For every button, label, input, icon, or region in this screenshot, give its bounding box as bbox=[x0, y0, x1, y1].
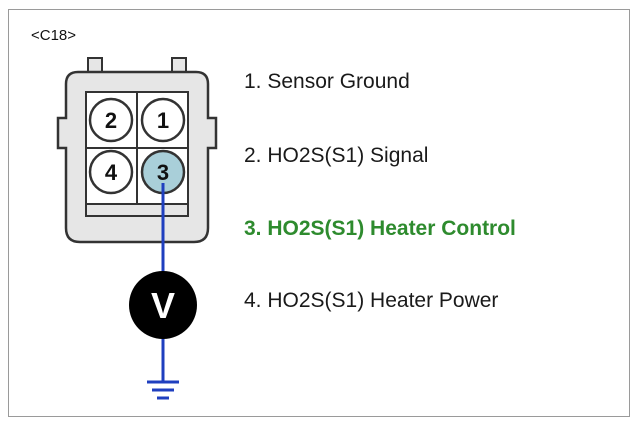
pin-2 bbox=[88, 97, 134, 143]
voltmeter-icon bbox=[129, 271, 197, 339]
pin-3-label: 3 bbox=[157, 160, 169, 185]
pin-1-label: 1 bbox=[157, 108, 169, 133]
pin-1 bbox=[140, 97, 186, 143]
pin-4 bbox=[88, 149, 134, 195]
connector-label: <C18> bbox=[31, 27, 77, 44]
pin-description-2: 2. HO2S(S1) Signal bbox=[244, 144, 429, 167]
pin-description-3: 3. HO2S(S1) Heater Control bbox=[244, 217, 516, 240]
pin-description-4: 4. HO2S(S1) Heater Power bbox=[244, 289, 499, 312]
pin-4-label: 4 bbox=[105, 160, 118, 185]
pin-2-label: 2 bbox=[105, 108, 117, 133]
pin-description-1: 1. Sensor Ground bbox=[244, 70, 410, 93]
connector-bottom-rib bbox=[85, 203, 189, 217]
voltmeter-symbol: V bbox=[151, 285, 175, 326]
ground-icon bbox=[147, 380, 179, 400]
